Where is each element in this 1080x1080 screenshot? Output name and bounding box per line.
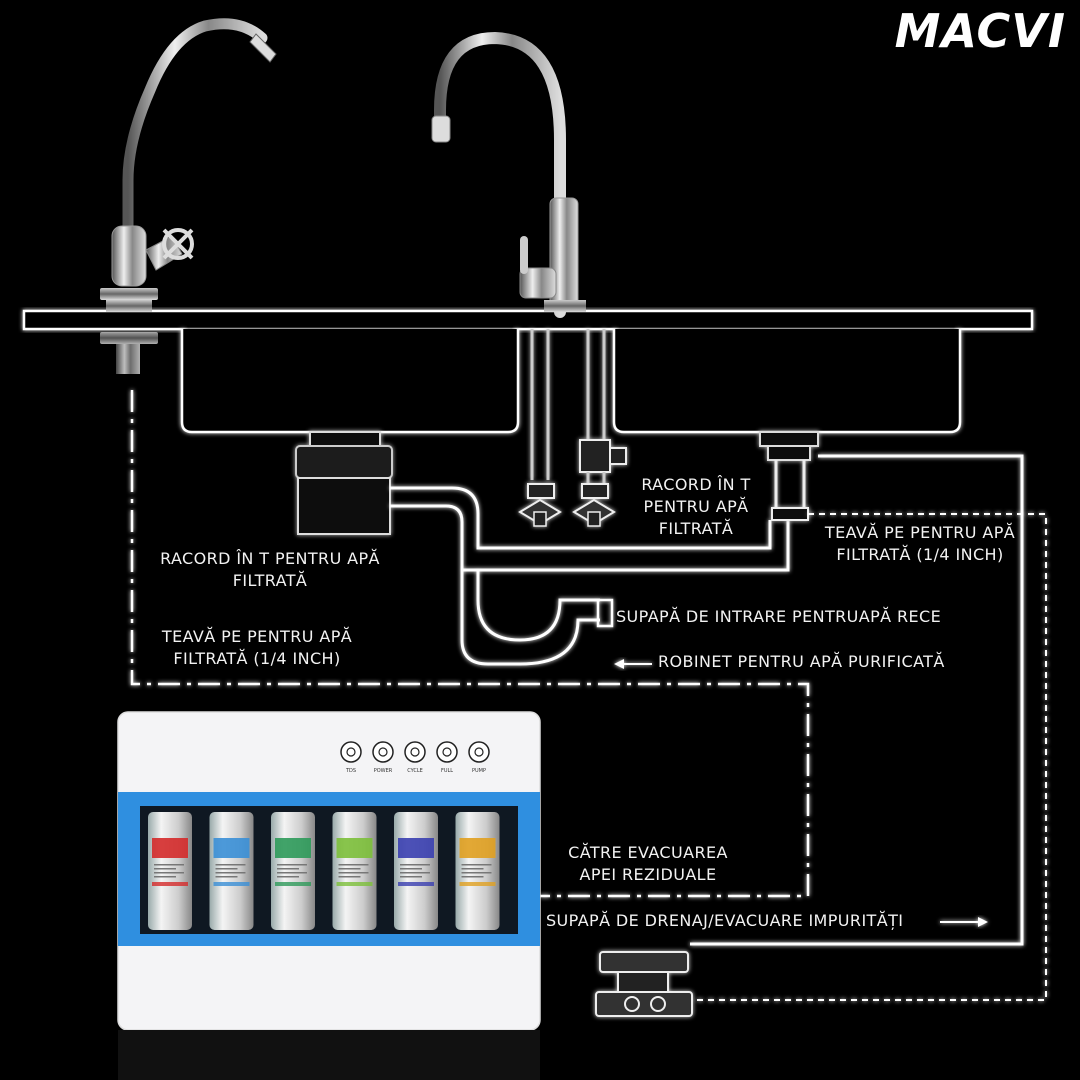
tds-icon: TDS: [340, 741, 362, 774]
pump-icon: PUMP: [468, 741, 490, 774]
filter-cartridge: [148, 812, 192, 930]
label-teava-left: TEAVĂ PE PENTRU APĂ FILTRATĂ (1/4 INCH): [161, 627, 353, 668]
drain-unit-right: [759, 431, 819, 521]
filter-cartridge: [209, 812, 254, 930]
drain-valve: [595, 951, 693, 1017]
sink-basin-right: [612, 329, 962, 434]
purified-water-faucet: [100, 18, 277, 374]
full-label: FULL: [441, 768, 453, 774]
tds-label: TDS: [345, 768, 356, 774]
control-panel: TDS POWER CYCLE FULL PUMP: [340, 741, 490, 774]
filter-cartridge: [271, 812, 315, 930]
sink-basin-left: [180, 329, 520, 434]
label-catre-evacuarea: CĂTRE EVACUAREA APEI REZIDUALE: [568, 843, 728, 884]
brand-logo: MACVI: [894, 4, 1066, 58]
power-icon: POWER: [372, 741, 394, 774]
label-robinet-purificata: ROBINET PENTRU APĂ PURIFICATĂ: [658, 652, 945, 671]
cycle-label: CYCLE: [407, 768, 423, 774]
countertop: [22, 309, 1034, 331]
feed-water-route: [690, 454, 1024, 946]
waste-water-route: [690, 513, 1047, 1001]
cycle-icon: CYCLE: [404, 741, 426, 774]
power-label: POWER: [374, 768, 393, 774]
filter-cartridge: [455, 812, 500, 930]
supply-lines: [518, 329, 627, 527]
pump-label: PUMP: [472, 768, 486, 774]
drain-unit-left: [295, 431, 393, 535]
drain-pipe: [390, 486, 790, 666]
arrow-right-icon: [940, 917, 988, 927]
label-racord-t-right: RACORD ÎN T PENTRU APĂ FILTRATĂ: [641, 475, 751, 538]
label-supapa-intrare: SUPAPĂ DE INTRARE PENTRUAPĂ RECE: [616, 607, 942, 626]
purified-water-route: [130, 390, 810, 898]
filter-cartridge: [394, 812, 438, 930]
label-supapa-drenaj: SUPAPĂ DE DRENAJ/EVACUARE IMPURITĂȚI: [546, 911, 904, 930]
kitchen-faucet: [431, 31, 586, 318]
filter-cartridges: [148, 812, 500, 930]
full-icon: FULL: [436, 741, 458, 774]
label-teava-right: TEAVĂ PE PENTRU APĂ FILTRATĂ (1/4 INCH): [824, 523, 1016, 564]
arrow-left-icon: [614, 659, 652, 669]
filter-cartridge: [332, 812, 377, 930]
label-racord-t-left: RACORD ÎN T PENTRU APĂ FILTRATĂ: [160, 549, 380, 590]
